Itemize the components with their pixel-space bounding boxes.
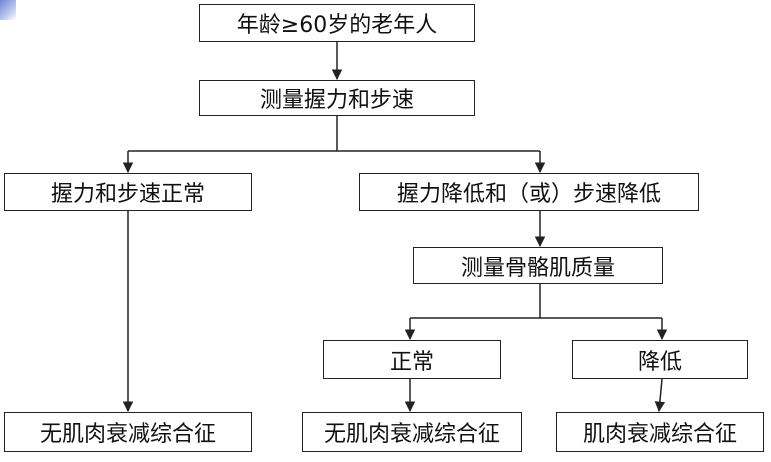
node-grip-speed-normal: 握力和步速正常 xyxy=(4,173,252,211)
node-measure-grip-speed: 测量握力和步速 xyxy=(199,80,475,116)
node-result-no-sarcopenia-left: 无肌肉衰减综合征 xyxy=(4,412,252,452)
node-grip-speed-low: 握力降低和（或）步速降低 xyxy=(359,173,699,211)
node-measure-muscle-mass: 测量骨骼肌质量 xyxy=(413,247,663,284)
node-result-sarcopenia: 肌肉衰减综合征 xyxy=(556,412,764,452)
edge-mass-low-to-result xyxy=(654,378,666,413)
node-start: 年龄≥60岁的老年人 xyxy=(199,4,475,42)
slide-corner-decoration xyxy=(0,0,16,20)
node-mass-normal: 正常 xyxy=(323,340,501,379)
node-mass-low: 降低 xyxy=(572,340,748,379)
node-result-no-sarcopenia-middle: 无肌肉衰减综合征 xyxy=(302,412,522,452)
